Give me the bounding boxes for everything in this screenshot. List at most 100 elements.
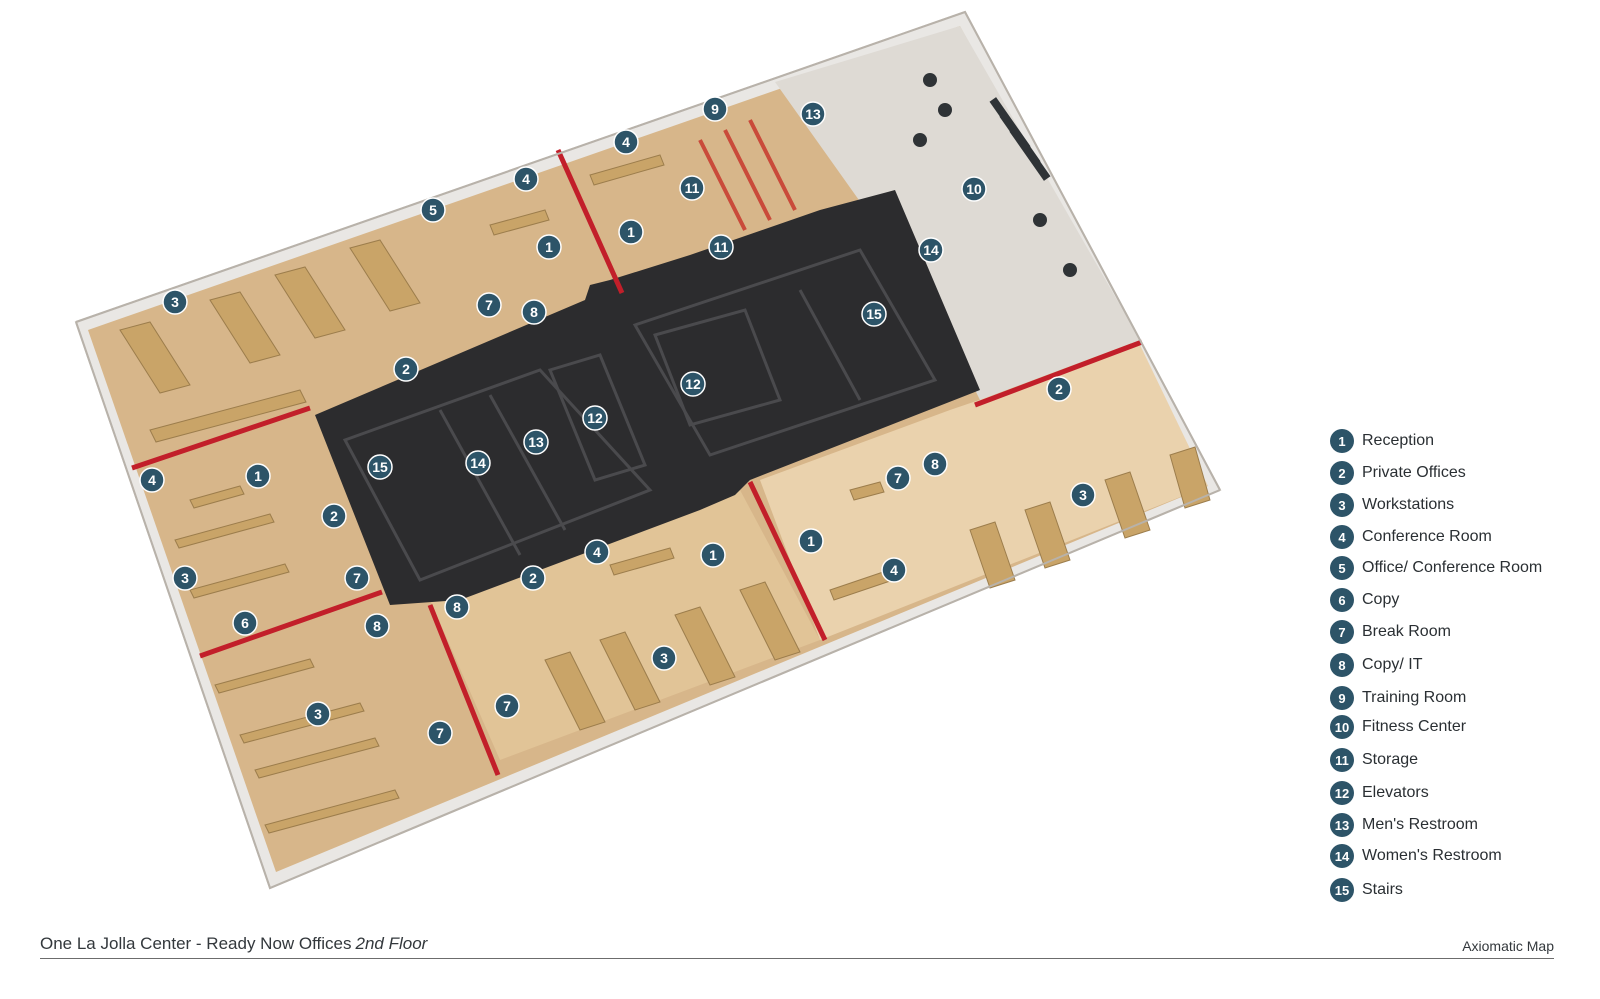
legend-label: Women's Restroom	[1362, 847, 1502, 864]
marker-circle	[881, 557, 907, 583]
workstation-furniture	[119, 154, 1211, 834]
room-marker-2: 2	[1046, 376, 1072, 402]
legend-item-conference-room: 4 Conference Room	[1330, 524, 1492, 550]
legend-label: Office/ Conference Room	[1362, 559, 1543, 576]
marker-number: 6	[241, 615, 249, 631]
marker-number: 7	[485, 297, 493, 313]
legend-number-badge: 8	[1330, 653, 1354, 677]
marker-number: 11	[685, 180, 700, 196]
legend-number-badge: 9	[1330, 686, 1354, 710]
legend-item-training-room: 9 Training Room	[1330, 685, 1466, 711]
legend-label: Men's Restroom	[1362, 816, 1478, 833]
marker-number: 7	[894, 470, 902, 486]
marker-circle	[172, 565, 198, 591]
fitness-equipment	[913, 73, 1077, 277]
legend-item-fitness-center: 10 Fitness Center	[1330, 714, 1466, 740]
marker-number: 1	[627, 224, 635, 240]
room-marker-8: 8	[922, 451, 948, 477]
marker-number: 3	[181, 570, 189, 586]
marker-number: 5	[429, 202, 437, 218]
room-marker-11: 11	[708, 234, 734, 260]
east-suite-floor	[760, 345, 1208, 640]
marker-circle	[305, 701, 331, 727]
room-marker-12: 12	[680, 371, 706, 397]
room-marker-13: 13	[523, 429, 549, 455]
marker-circle	[922, 451, 948, 477]
marker-number: 8	[373, 618, 381, 634]
marker-number: 14	[923, 242, 939, 258]
marker-number: 2	[529, 570, 537, 586]
room-marker-15: 15	[861, 301, 887, 327]
legend-number-badge: 13	[1330, 813, 1354, 837]
legend-label: Copy/ IT	[1362, 656, 1423, 673]
legend-item-copy: 6 Copy	[1330, 587, 1399, 613]
room-marker-1: 1	[798, 528, 824, 554]
legend-label: Stairs	[1362, 881, 1403, 898]
marker-number: 3	[171, 294, 179, 310]
room-marker-4: 4	[513, 166, 539, 192]
room-marker-7: 7	[494, 693, 520, 719]
room-marker-1: 1	[700, 542, 726, 568]
legend-number-badge: 14	[1330, 844, 1354, 868]
room-marker-5: 5	[420, 197, 446, 223]
marker-circle	[444, 594, 470, 620]
legend-label: Private Offices	[1362, 464, 1466, 481]
room-marker-11: 11	[679, 175, 705, 201]
marker-circle	[513, 166, 539, 192]
room-marker-14: 14	[465, 450, 491, 476]
room-marker-15: 15	[367, 454, 393, 480]
legend-item-office-conference-room: 5 Office/ Conference Room	[1330, 555, 1542, 581]
marker-circle	[885, 465, 911, 491]
marker-number: 8	[453, 599, 461, 615]
marker-circle	[651, 645, 677, 671]
marker-circle	[232, 610, 258, 636]
marker-number: 15	[372, 459, 388, 475]
legend-number-badge: 2	[1330, 461, 1354, 485]
room-marker-8: 8	[364, 613, 390, 639]
marker-circle	[961, 176, 987, 202]
marker-number: 2	[402, 361, 410, 377]
legend-number-badge: 3	[1330, 493, 1354, 517]
marker-circle	[162, 289, 188, 315]
marker-number: 13	[528, 434, 544, 450]
marker-number: 2	[330, 508, 338, 524]
room-marker-9: 9	[702, 96, 728, 122]
legend-item-elevators: 12 Elevators	[1330, 780, 1429, 806]
legend-label: Break Room	[1362, 623, 1451, 640]
marker-circle	[1070, 482, 1096, 508]
legend-number-badge: 15	[1330, 878, 1354, 902]
marker-number: 15	[866, 306, 882, 322]
marker-circle	[465, 450, 491, 476]
room-marker-1: 1	[536, 234, 562, 260]
room-marker-7: 7	[885, 465, 911, 491]
marker-number: 11	[714, 239, 729, 255]
core-rooms	[342, 248, 938, 582]
legend-item-break-room: 7 Break Room	[1330, 619, 1451, 645]
room-marker-6: 6	[232, 610, 258, 636]
room-marker-1: 1	[618, 219, 644, 245]
marker-number: 1	[254, 468, 262, 484]
marker-circle	[393, 356, 419, 382]
room-marker-13: 13	[800, 101, 826, 127]
marker-circle	[618, 219, 644, 245]
marker-circle	[1046, 376, 1072, 402]
legend-label: Fitness Center	[1362, 718, 1467, 735]
room-marker-10: 10	[961, 176, 987, 202]
legend-number-badge: 11	[1330, 748, 1354, 772]
marker-number: 10	[966, 181, 982, 197]
marker-circle	[679, 175, 705, 201]
map-type-label: Axiomatic Map	[1462, 938, 1554, 954]
marker-circle	[139, 467, 165, 493]
marker-circle	[321, 503, 347, 529]
room-marker-7: 7	[476, 292, 502, 318]
legend-item-womens-restroom: 14 Women's Restroom	[1330, 843, 1502, 869]
marker-circle	[536, 234, 562, 260]
room-marker-3: 3	[162, 289, 188, 315]
legend-item-storage: 11 Storage	[1330, 747, 1418, 773]
marker-number: 4	[890, 562, 898, 578]
legend-number-badge: 12	[1330, 781, 1354, 805]
marker-number: 7	[503, 698, 511, 714]
marker-circle	[367, 454, 393, 480]
legend-item-mens-restroom: 13 Men's Restroom	[1330, 812, 1478, 838]
